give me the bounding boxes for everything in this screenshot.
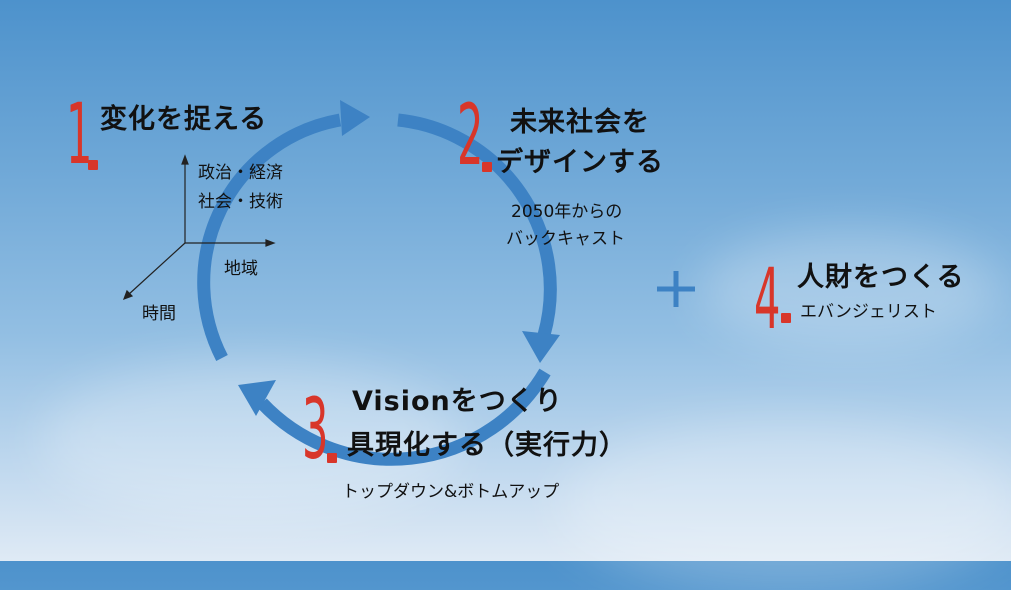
axis-x-label: 地域 <box>224 259 258 279</box>
step2-number: 2 <box>457 86 484 184</box>
step3-sub: トップダウン&ボトムアップ <box>342 482 560 502</box>
cloud <box>700 230 1000 350</box>
step3-dot <box>327 453 337 463</box>
cycle-arrow-1-to-2 <box>197 113 342 361</box>
step3-number: 3 <box>302 380 329 478</box>
axis-z-label: 時間 <box>142 304 176 324</box>
arrowhead-3 <box>238 380 276 416</box>
step2-sub-line2: バックキャスト <box>506 229 625 249</box>
step3-title-line1: Visionをつくり <box>352 386 563 417</box>
step1-title: 変化を捉える <box>100 104 268 135</box>
plus-sign <box>657 271 695 307</box>
cycle-arrow-2-to-3 <box>397 113 557 337</box>
axis-z-arrow <box>122 289 134 301</box>
step1-dot <box>88 160 98 170</box>
step2-title-line1: 未来社会を <box>510 107 650 138</box>
axis-x-arrow <box>265 239 276 247</box>
cycle-arrow-3-to-1 <box>257 368 551 466</box>
step4-sub: エバンジェリスト <box>800 302 937 322</box>
axis-y-arrow <box>181 154 189 165</box>
step4-title: 人財をつくる <box>797 262 965 293</box>
step2-sub-line1: 2050年からの <box>511 202 623 222</box>
step2-dot <box>482 162 492 172</box>
axis-z-line <box>127 242 186 296</box>
step4-number: 4 <box>754 250 781 348</box>
step3-title-line2: 具現化する（実行力） <box>347 430 627 461</box>
arrowhead-2 <box>522 331 560 363</box>
axis-y-label-1: 政治・経済 <box>198 163 283 183</box>
step2-title-line2: デザインする <box>496 147 664 178</box>
axis-y-label-2: 社会・技術 <box>198 192 283 212</box>
step4-dot <box>781 313 791 323</box>
arrowhead-1 <box>340 100 370 136</box>
cycle-diagram <box>122 100 695 466</box>
